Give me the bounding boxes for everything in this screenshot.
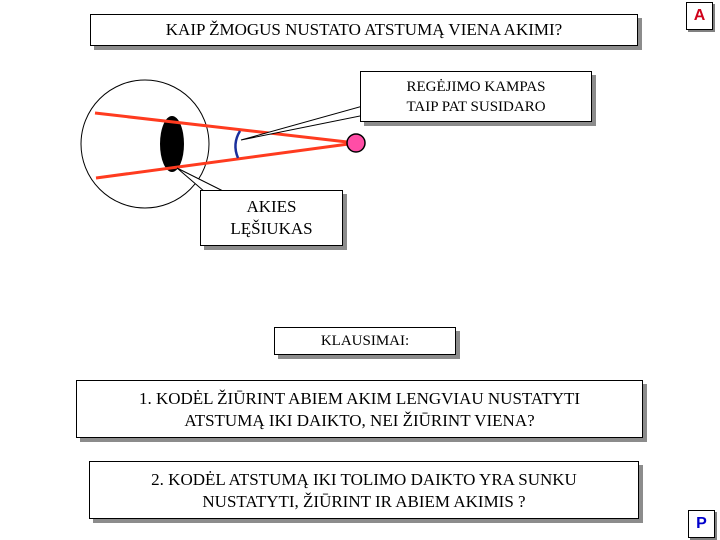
question-2-line2: NUSTATYTI, ŽIŪRINT IR ABIEM AKIMIS ? (202, 492, 526, 511)
eye-lens (160, 116, 184, 172)
lens-callout-line2: LĘŠIUKAS (230, 219, 313, 238)
angle-callout-line2: TAIP PAT SUSIDARO (406, 98, 546, 115)
object-point (346, 133, 366, 153)
page-title: KAIP ŽMOGUS NUSTATO ATSTUMĄ VIENA AKIMI? (90, 14, 638, 46)
question-2: 2. KODĖL ATSTUMĄ IKI TOLIMO DAIKTO YRA S… (89, 461, 639, 519)
visual-angle-arc (234, 130, 242, 159)
questions-heading-text: KLAUSIMAI: (320, 332, 410, 349)
ray-bottom (95, 141, 357, 180)
question-2-line1: 2. KODĖL ATSTUMĄ IKI TOLIMO DAIKTO YRA S… (151, 470, 577, 489)
question-1-line1: 1. KODĖL ŽIŪRINT ABIEM AKIM LENGVIAU NUS… (138, 389, 581, 408)
angle-callout: REGĖJIMO KAMPAS TAIP PAT SUSIDARO (360, 71, 592, 122)
angle-callout-line1: REGĖJIMO KAMPAS (406, 78, 546, 95)
lens-callout-line1: AKIES (246, 197, 297, 216)
angle-callout-pointer (240, 103, 371, 141)
question-1: 1. KODĖL ŽIŪRINT ABIEM AKIM LENGVIAU NUS… (76, 380, 643, 438)
nav-p-button[interactable]: P (688, 510, 715, 538)
nav-a-button[interactable]: A (686, 2, 713, 30)
ray-top (94, 111, 357, 145)
page-title-text: KAIP ŽMOGUS NUSTATO ATSTUMĄ VIENA AKIMI? (165, 20, 563, 39)
question-1-line2: ATSTUMĄ IKI DAIKTO, NEI ŽIŪRINT VIENA? (184, 411, 535, 430)
lens-callout: AKIES LĘŠIUKAS (200, 190, 343, 246)
questions-heading: KLAUSIMAI: (274, 327, 456, 355)
eyeball (80, 79, 210, 209)
